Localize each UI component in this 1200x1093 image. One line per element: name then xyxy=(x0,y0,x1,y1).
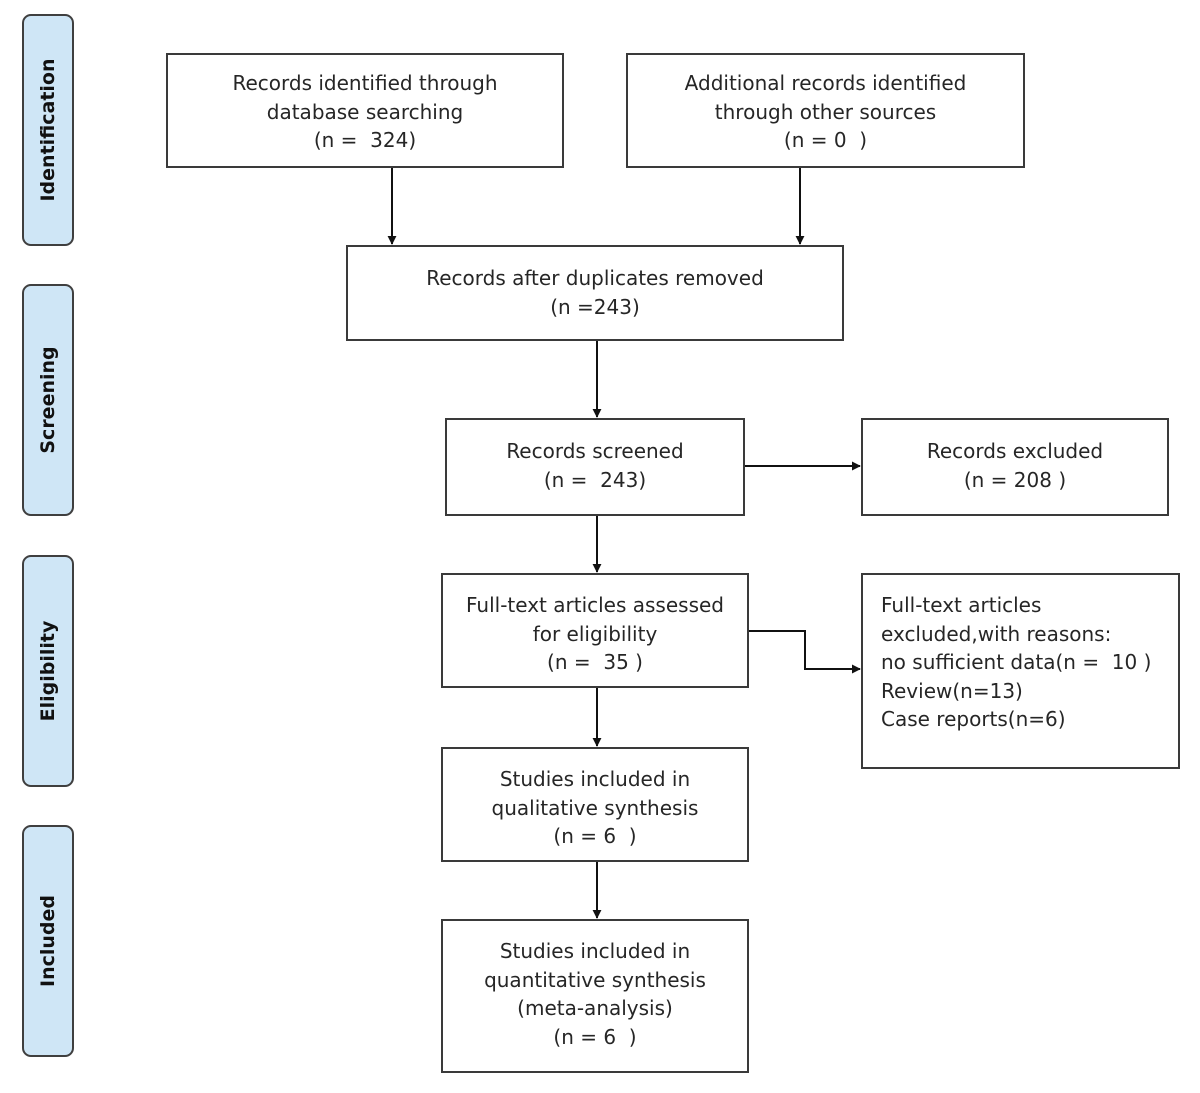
box-line: (n = 35 ) xyxy=(547,650,643,674)
box-line: Full-text articles assessed xyxy=(466,593,724,617)
box-line: database searching xyxy=(266,99,464,124)
box-line: Review(n=13) xyxy=(881,678,1023,703)
box-records-excluded: Records excluded (n = 208 ) xyxy=(861,418,1169,516)
box-line: Records screened xyxy=(506,439,684,463)
box-line: (meta-analysis) xyxy=(517,996,673,1020)
box-quantitative-synthesis: Studies included in quantitative synthes… xyxy=(441,919,749,1073)
box-line: (n = 243) xyxy=(543,467,647,492)
box-records-other-sources: Additional records identified through ot… xyxy=(626,53,1025,168)
box-records-screened: Records screened (n = 243) xyxy=(445,418,745,516)
box-line: quantitative synthesis xyxy=(484,967,706,992)
box-line: (n =243) xyxy=(550,294,640,319)
box-line: (n = 324) xyxy=(313,128,417,152)
phase-identification: Identification xyxy=(22,14,74,246)
box-line: (n = 6 ) xyxy=(553,824,637,848)
box-line: excluded,with reasons: xyxy=(881,621,1112,646)
phase-included: Included xyxy=(22,825,74,1057)
box-line: through other sources xyxy=(714,99,937,124)
box-line: Studies included in xyxy=(499,767,691,791)
box-line: Full-text articles xyxy=(881,593,1042,617)
box-line: Records after duplicates removed xyxy=(426,266,764,290)
box-line: for eligibility xyxy=(532,621,658,646)
box-line: (n = 208 ) xyxy=(963,467,1067,492)
box-line: Additional records identified xyxy=(684,71,967,95)
box-line: qualitative synthesis xyxy=(491,795,699,820)
box-line: Records identified through xyxy=(232,71,498,95)
box-qualitative-synthesis: Studies included in qualitative synthesi… xyxy=(441,747,749,862)
box-fulltext-assessed: Full-text articles assessed for eligibil… xyxy=(441,573,749,688)
arrow-fulltext-to-excluded xyxy=(749,630,861,674)
box-line: Studies included in xyxy=(499,939,691,963)
box-line: Case reports(n=6) xyxy=(881,707,1066,731)
phase-eligibility: Eligibility xyxy=(22,555,74,787)
phase-screening: Screening xyxy=(22,284,74,516)
box-after-duplicates: Records after duplicates removed (n =243… xyxy=(346,245,844,341)
box-line: Records excluded xyxy=(926,439,1104,463)
box-fulltext-excluded: Full-text articles excluded,with reasons… xyxy=(861,573,1180,769)
box-records-database: Records identified through database sear… xyxy=(166,53,564,168)
box-line: (n = 0 ) xyxy=(783,128,868,152)
box-line: (n = 6 ) xyxy=(553,1024,637,1049)
box-line: no sufficient data(n = 10 ) xyxy=(881,650,1152,674)
